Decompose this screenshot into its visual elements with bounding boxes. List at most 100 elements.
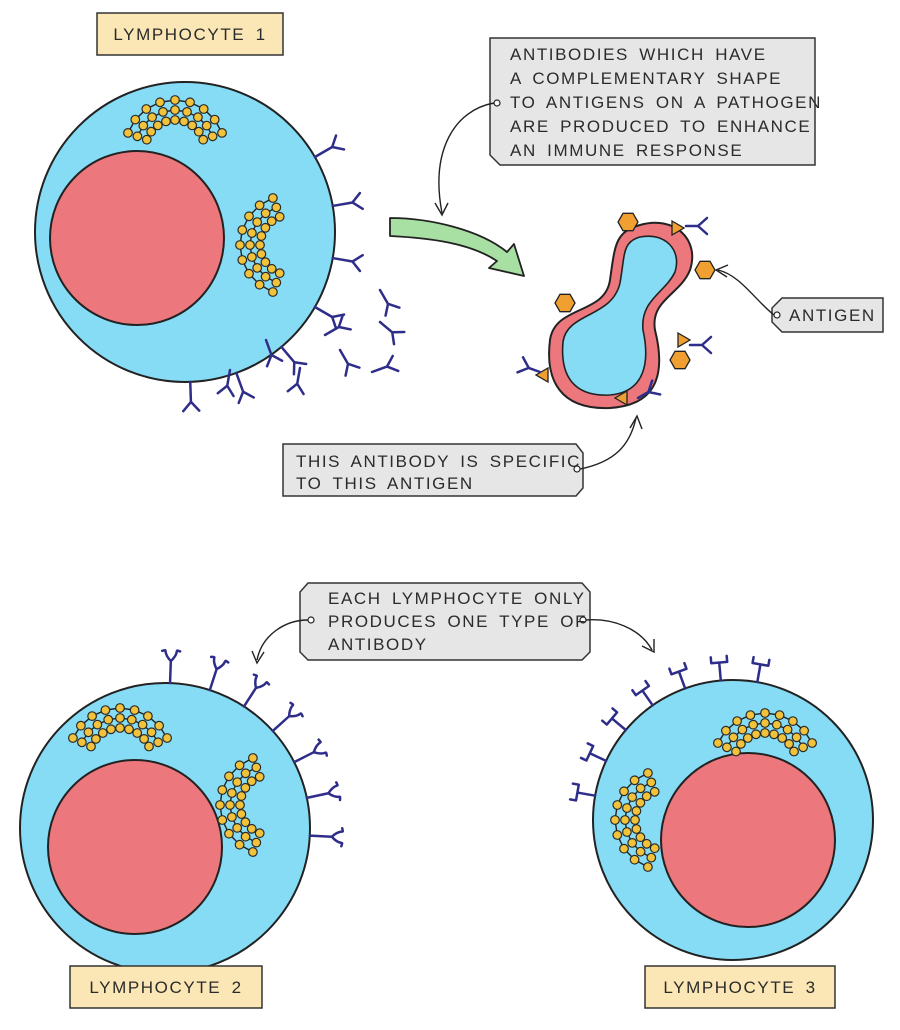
- ribosome: [152, 120, 163, 131]
- ribosome: [745, 710, 756, 720]
- antibody-icon: [370, 354, 400, 374]
- ribosome: [807, 738, 817, 748]
- ribosome: [629, 775, 640, 786]
- ribosome: [247, 753, 258, 763]
- pathogen-cytoplasm: [561, 235, 678, 396]
- ribosome: [217, 127, 227, 138]
- ribosome: [777, 733, 788, 743]
- ribosome: [244, 211, 254, 222]
- ribosome: [784, 739, 794, 749]
- ribosome: [646, 777, 657, 788]
- ribosome: [798, 742, 808, 753]
- ribosome: [622, 803, 632, 813]
- pathogen: [516, 212, 716, 410]
- ribosome: [193, 126, 204, 137]
- annotation-line: [585, 619, 653, 651]
- ribosome: [635, 846, 646, 857]
- antibody-icon: [216, 368, 235, 398]
- ribosome: [103, 714, 114, 725]
- antibody-icon: [709, 654, 729, 682]
- lymphocyte-2-nucleus: [47, 759, 223, 935]
- ribosome: [791, 732, 802, 743]
- ribosome: [622, 827, 632, 837]
- ribosome: [217, 815, 228, 825]
- ribosome: [87, 711, 97, 721]
- ribosome: [244, 268, 254, 279]
- ribosome: [774, 710, 785, 720]
- ribosome: [92, 719, 103, 730]
- ribosome: [731, 746, 741, 757]
- antigen-triangle: [677, 331, 692, 349]
- antigen-hexagon: [694, 260, 716, 280]
- ribosome: [217, 785, 228, 795]
- antibody-icon: [271, 701, 304, 733]
- ribosome: [254, 279, 265, 290]
- antibody-icon: [579, 742, 608, 763]
- ribosome: [240, 782, 251, 793]
- ribosome: [612, 830, 623, 840]
- antigen-label: ANTIGEN: [714, 264, 884, 333]
- lymphocyte-1-cell: [34, 81, 406, 413]
- ribosome: [271, 202, 282, 213]
- each-lymphocyte-callout: EACH LYMPHOCYTE ONLY PRODUCES ONE TYPE O…: [251, 582, 655, 665]
- antigen-triangle: [534, 366, 549, 384]
- ribosome: [83, 727, 94, 738]
- lymphocyte-3-rough-er: [713, 708, 817, 757]
- ribosome: [737, 724, 748, 735]
- antibodies-callout-text: ANTIBODIES WHICH HAVE A COMPLEMENTARY SH…: [510, 45, 832, 160]
- ribosome: [627, 792, 638, 802]
- ribosome: [170, 115, 180, 125]
- ribosome: [158, 106, 168, 117]
- ribosome: [201, 120, 212, 131]
- ribosome: [649, 843, 660, 854]
- antibody-icon: [331, 253, 364, 273]
- bound-antibodies: [516, 216, 713, 400]
- callout-pin-icon: [307, 616, 315, 624]
- ribosome: [635, 783, 646, 794]
- ribosome: [635, 832, 646, 843]
- lymphocyte-1-rough-er: [235, 193, 285, 297]
- specific-callout-text: THIS ANTIBODY IS SPECIFIC TO THIS ANTIGE…: [296, 452, 591, 493]
- ribosome: [251, 837, 262, 848]
- ribosome: [224, 771, 234, 782]
- annotation-line: [256, 619, 309, 661]
- lymphocyte-3-label-text: LYMPHOCYTE 3: [663, 978, 816, 997]
- ribosome: [170, 105, 180, 115]
- ribosome: [182, 106, 192, 117]
- ribosome: [141, 104, 152, 114]
- ribosome: [234, 839, 245, 850]
- ribosome: [788, 716, 798, 726]
- ribosome: [789, 746, 799, 757]
- antibody-icon: [751, 655, 771, 684]
- ribosome: [271, 277, 282, 288]
- annotation-line: [717, 269, 775, 316]
- ribosome: [641, 791, 652, 802]
- antibody-icon: [308, 827, 345, 848]
- lymphocyte-2-label: LYMPHOCYTE 2: [69, 965, 263, 1009]
- antibody-icon: [600, 707, 628, 732]
- ribosome: [75, 720, 86, 731]
- lymphocyte-1-label-text: LYMPHOCYTE 1: [113, 25, 266, 44]
- ribosome: [246, 252, 257, 262]
- antigens: [534, 212, 716, 407]
- ribosome: [144, 741, 154, 752]
- curved-arrow-icon: [389, 217, 525, 277]
- antibody-icon: [313, 134, 346, 159]
- antibody-icon: [208, 655, 230, 692]
- ribosome: [123, 127, 133, 138]
- ribosome: [126, 714, 137, 725]
- ribosome: [139, 734, 150, 744]
- ribosome: [235, 800, 245, 810]
- ribosome: [185, 97, 195, 108]
- ribosome: [187, 120, 198, 131]
- ribosome: [198, 134, 209, 145]
- ribosome: [215, 800, 225, 810]
- ribosome: [162, 733, 173, 743]
- lymphocyte-2-antibodies: [160, 648, 345, 848]
- arrowhead-icon: [251, 650, 265, 665]
- annotation-line: [579, 417, 637, 470]
- ribosome: [192, 112, 203, 123]
- ribosome: [153, 737, 164, 748]
- ribosome: [232, 823, 243, 833]
